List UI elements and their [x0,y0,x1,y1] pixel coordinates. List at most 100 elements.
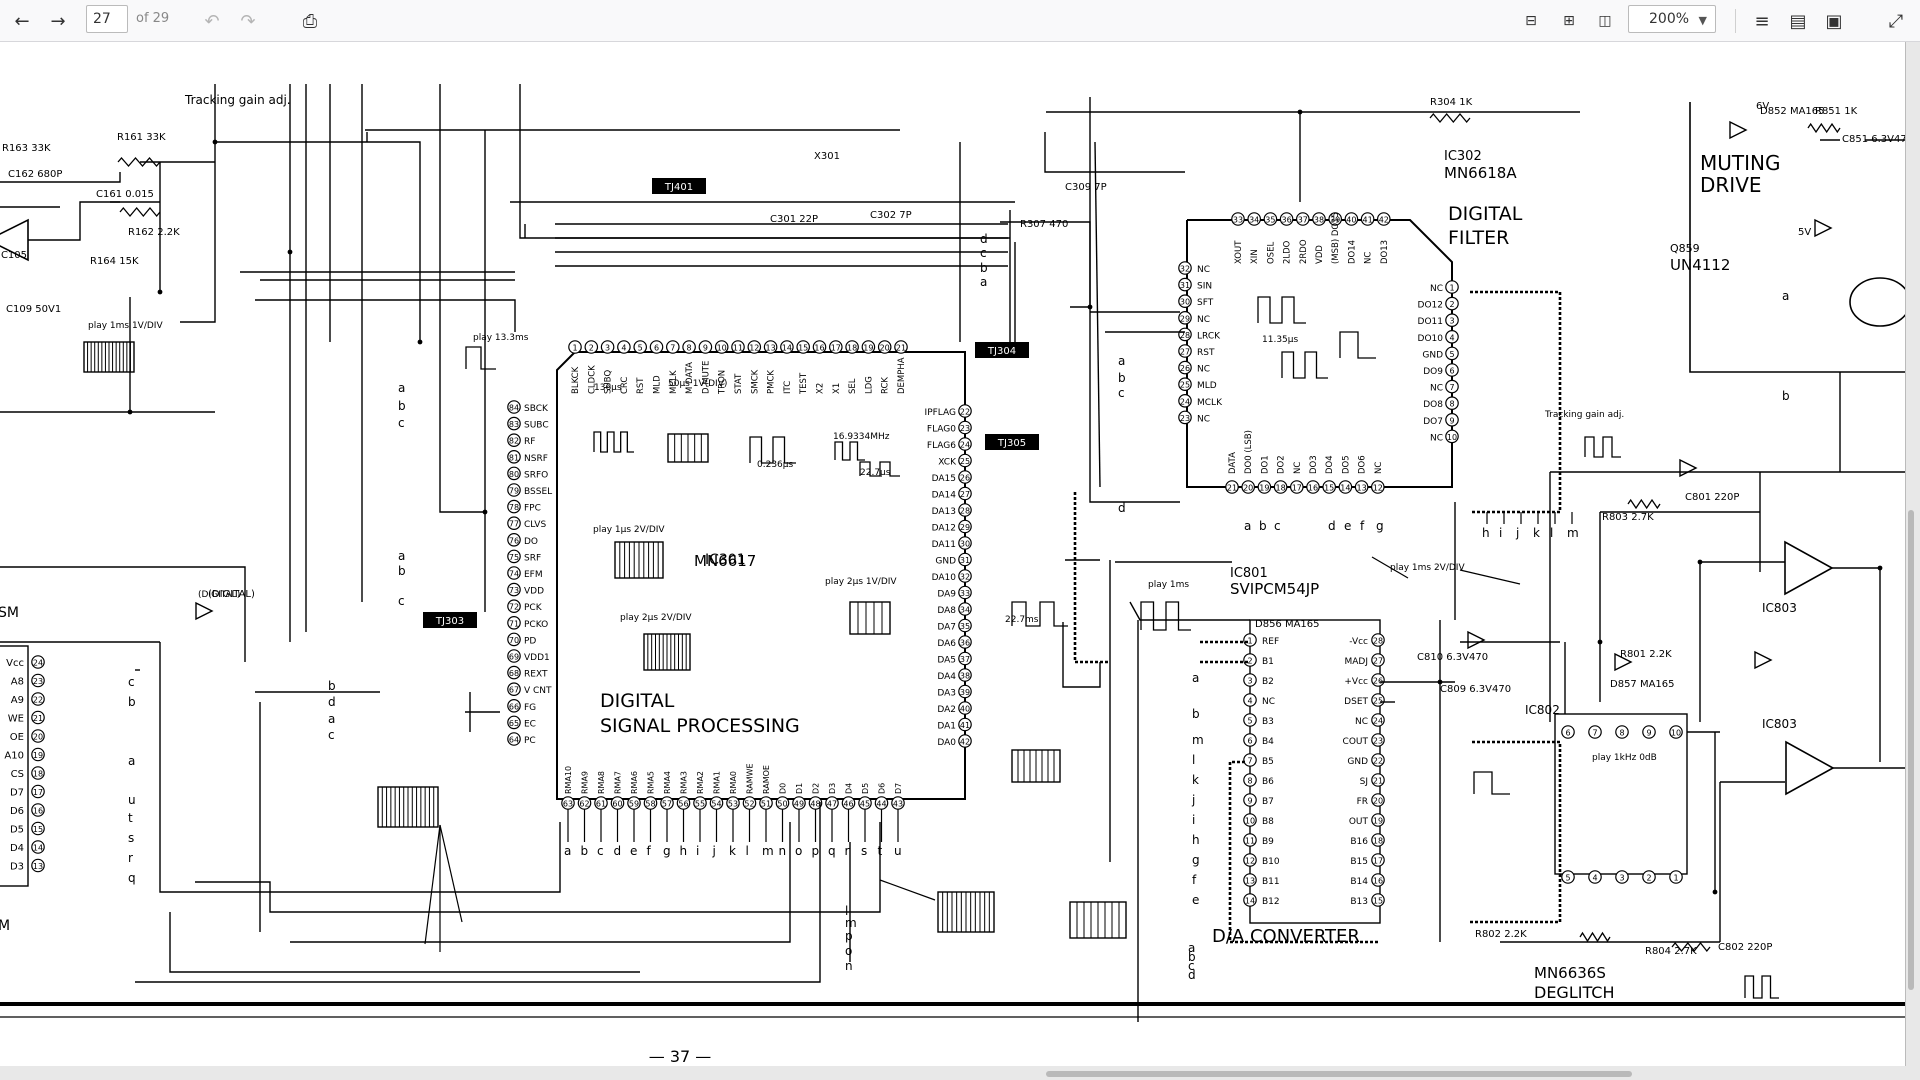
ic302-left-pin-label: SFT [1197,298,1214,308]
horizontal-scroll-thumb[interactable] [1046,1071,1632,1077]
ic301-right-pin-label: DA12 [932,524,956,534]
zoom-select[interactable]: 200%▼ [1628,5,1716,33]
ic801-right-pin-label: -Vcc [1349,637,1368,647]
ic301-bus-letter: k [729,844,736,858]
pin-number: 41 [1363,216,1373,225]
bus-letter: d [1188,968,1196,982]
expand-icon[interactable]: ⤢ [1888,10,1904,32]
ic802-pin [1615,870,1629,884]
pin-number: 8 [1619,729,1624,738]
page-number-input[interactable] [86,5,128,33]
ic302-top-pin-label: NC [1364,252,1374,264]
bus-letter: c [980,246,987,260]
ic801-left-pin-label: B6 [1262,777,1274,787]
waveform [834,441,865,461]
fit-page-icon[interactable]: ◫ [1598,13,1612,29]
scope-label: 136μs [594,383,622,393]
forward-arrow-icon[interactable]: → [50,10,66,32]
ic301-right-pin-label: XCK [938,458,957,468]
bus-letter: l [1192,753,1195,767]
ic302-right-pin-label: DO12 [1418,301,1443,311]
ic301-left-pin-label: DO [524,537,538,547]
step-forward-icon[interactable]: ↷ [240,10,256,32]
pin-number: 19 [1373,817,1383,826]
back-arrow-icon[interactable]: ← [14,10,30,32]
zoom-in-icon[interactable]: ⊞ [1563,13,1575,29]
ic302-pin [1328,212,1342,226]
ic301-pin [507,665,521,680]
junction-dot [157,289,163,295]
pin-number: 5 [638,344,643,353]
ic301-top-pin-label: ITC [783,381,793,394]
component-label: R804 2.7K [1645,946,1697,957]
pin-number: 10 [1447,433,1457,442]
bus-letter: d [328,695,336,709]
ic301-pin [747,340,762,354]
bus-wire [1073,492,1110,664]
bus-letter: c [1118,386,1125,400]
ic301-bottom-pin-label: RMA8 [597,771,606,794]
ic301-bottom-pin-label: RMA4 [663,771,672,794]
ic302-pin [1178,410,1192,425]
waveform [465,346,496,370]
pointer-arrow [1371,556,1409,579]
pin-number: 11 [733,344,743,353]
waveform [1744,975,1779,999]
ic301-pin [682,340,696,354]
ic301-bus-letter: a [564,844,571,858]
vertical-scroll-thumb[interactable] [1908,510,1914,990]
pin-number: 37 [960,655,970,664]
ic301-pin [507,698,521,713]
ic301-pin [763,340,778,354]
chevron-down-icon: ▼ [1698,14,1707,27]
bus-letter: a [1118,354,1125,368]
presentation-icon[interactable]: ▣ [1825,10,1843,32]
sidebar-icon[interactable]: ▤ [1789,10,1807,32]
ic301-pin [507,400,521,414]
pin-number: 36 [960,639,970,648]
test-point-tj305 [985,434,1039,450]
ic302-pin [1445,412,1459,427]
ic801-right-pin-label: B16 [1350,837,1368,847]
resistor [1671,941,1711,953]
ic301-pin [507,549,521,564]
ic302-bottom-pin-label: DO2 [1277,455,1287,474]
left-ic-pin-label: CS [11,769,24,780]
print-icon[interactable]: ⎙ [302,10,318,32]
pin-number: 23 [33,677,43,686]
ic301-right-pin-label: DA9 [937,590,956,600]
pointer-arrow [424,824,441,945]
menu-icon[interactable]: ≡ [1754,10,1770,32]
pin-number: 31 [1180,281,1190,290]
ic302-left-pin-label: NC [1197,414,1210,424]
ic301-bus-letter: e [630,844,637,858]
pin-number: 54 [711,800,721,809]
pin-number: 24 [33,659,43,668]
component-label: C810 6.3V470 [1417,652,1488,663]
ic301-left-pin-label: EFM [524,570,543,580]
left-ic-title: SM [0,605,19,621]
ic301-bottom-pin-label: D5 [861,783,870,794]
ic302-top-pin-label: (MSB) DO15 [1331,212,1341,264]
ic301-top-pin-label: SEL [848,378,858,394]
resistor [1429,112,1471,124]
zoom-out-icon[interactable]: ⊟ [1525,13,1537,29]
ic301-left-pin-label: V CNT [524,686,552,696]
ic301-bottom-pin-label: RAMOE [762,765,771,794]
ic301-bus-letter: f [647,844,652,858]
bus-letter: b [398,564,406,578]
ic301-left-pin-label: PD [524,636,536,646]
ic301-pin [507,732,521,746]
step-back-icon[interactable]: ↶ [204,10,220,32]
scope-label: 16.9334MHz [833,432,890,442]
waveform [1584,436,1621,458]
bus-letter: b [398,399,406,413]
waveform [1257,296,1306,324]
ic301-top-pin-label: RST [636,377,646,394]
ic301-left-pin-label: PCKO [524,620,548,630]
ic301-right-pin-label: DA15 [932,474,956,484]
ic301-pin [958,668,972,682]
ic801-pin [1371,693,1385,707]
horizontal-scrollbar[interactable] [0,1066,1920,1080]
